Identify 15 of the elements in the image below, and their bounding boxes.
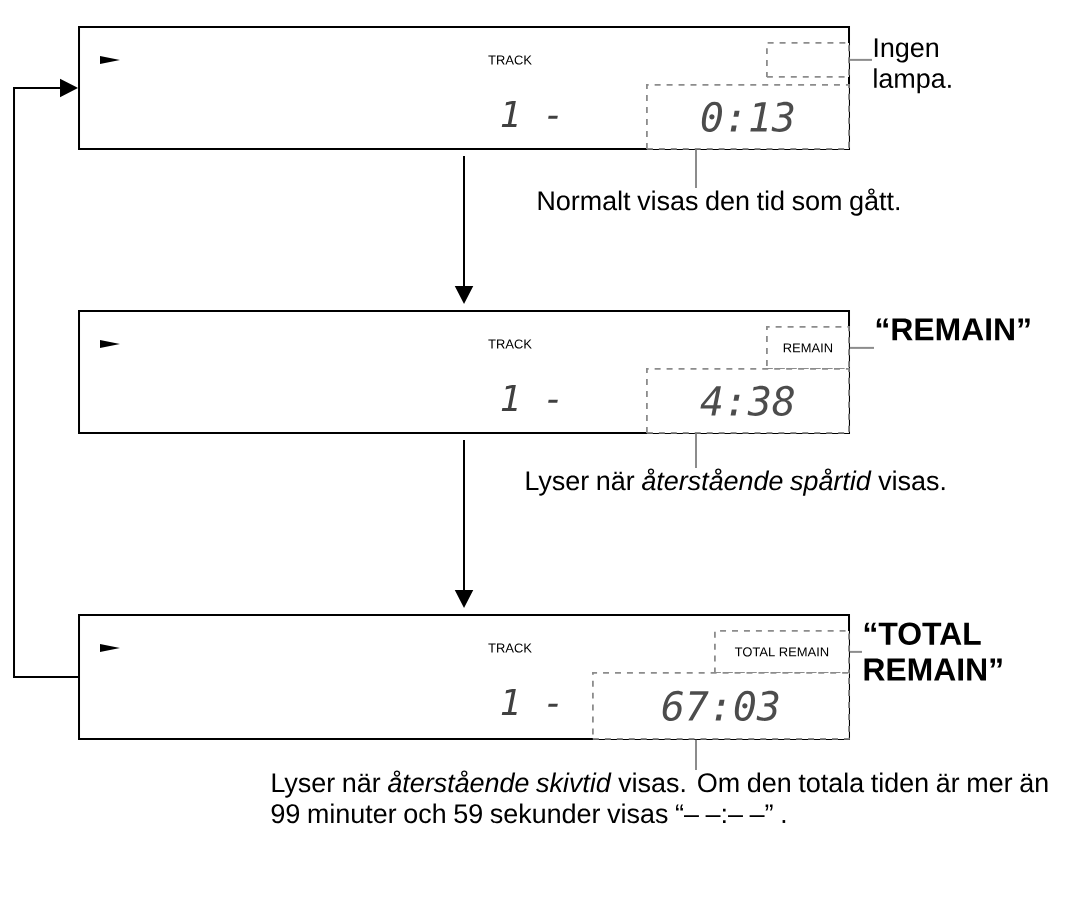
note-text: Lyser när återstående skivtid visas. Om den totala tiden är mer än 99 minuter och 59 sekunder visas “– –:– –” .: [271, 770, 1048, 824]
leader-line: [848, 58, 873, 61]
leader-line: [695, 432, 697, 469]
leader-line: [695, 148, 697, 189]
arrow: [13, 78, 79, 678]
indicator-label: “REMAIN”: [876, 318, 1030, 341]
indicator-box: [766, 42, 850, 78]
note-text: Lyser när återstående spårtid visas.: [526, 468, 945, 496]
note-text: Normalt visas den tid som gått.: [538, 188, 899, 216]
leader-line: [848, 346, 875, 349]
leader-line: [695, 738, 697, 771]
time-readout: 0:13: [646, 84, 850, 150]
leader-line: [848, 650, 863, 653]
note-text: Ingen lampa.: [874, 38, 951, 94]
indicator-label: “TOTAL REMAIN”: [864, 622, 1002, 681]
